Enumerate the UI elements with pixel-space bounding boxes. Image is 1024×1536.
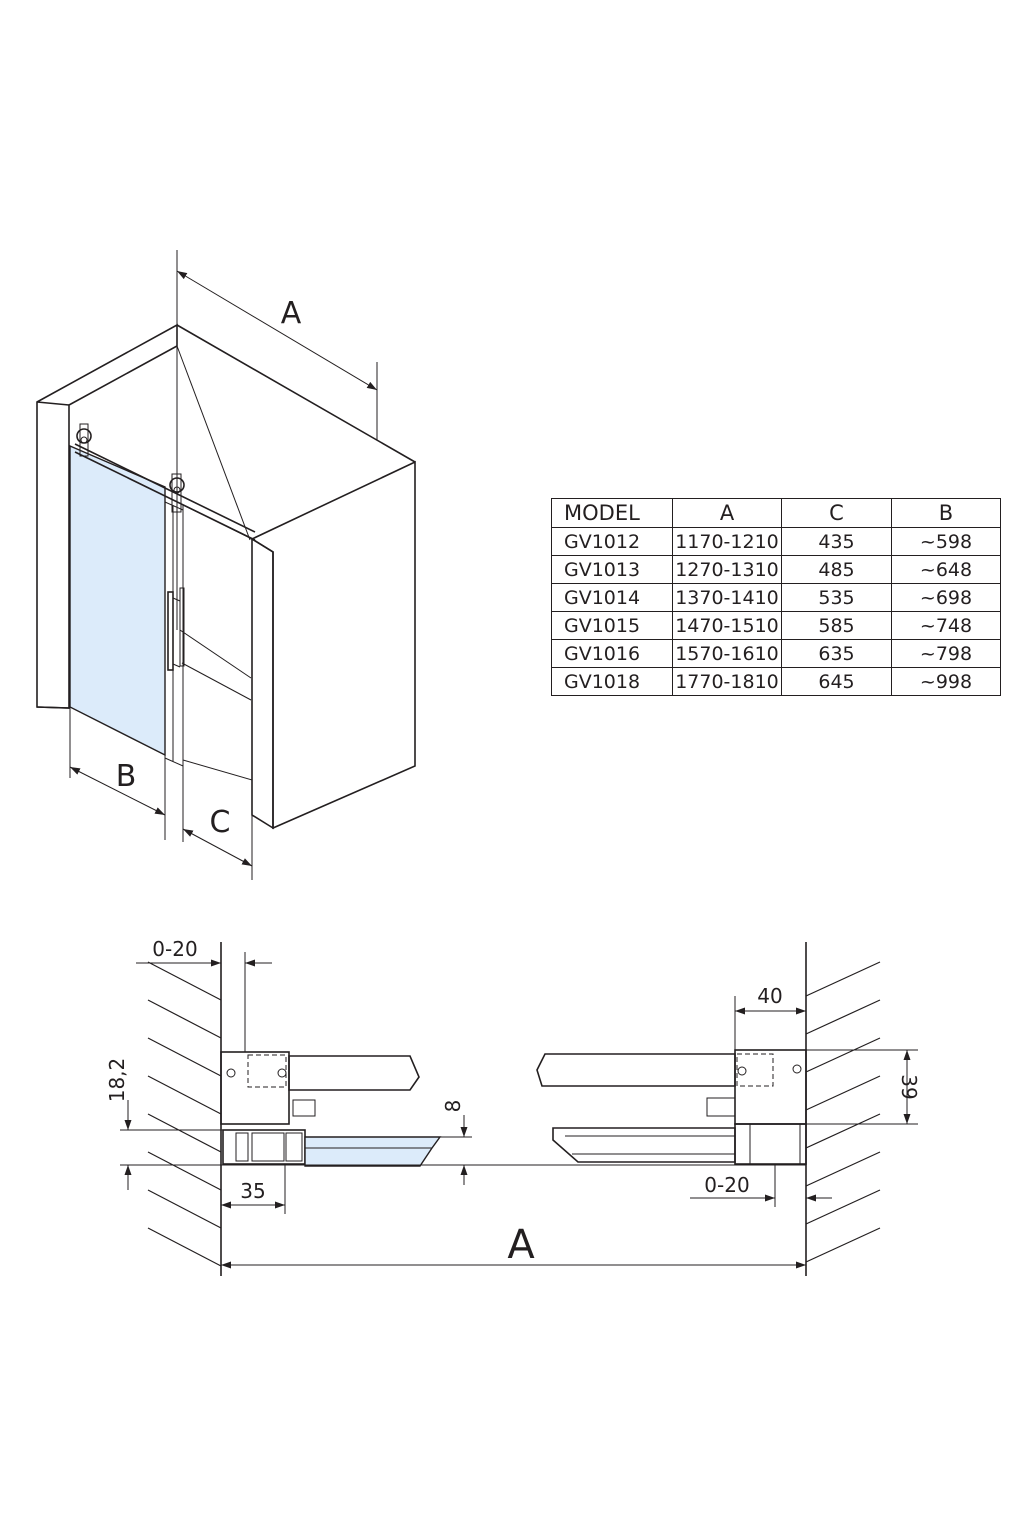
cell-a: 1170-1210 bbox=[672, 527, 782, 556]
left-profile bbox=[222, 1129, 306, 1165]
label-glass: 8 bbox=[441, 1100, 465, 1113]
label-overall: A bbox=[507, 1222, 535, 1268]
roller-left bbox=[76, 423, 92, 457]
cell-a: 1270-1310 bbox=[672, 555, 782, 584]
header-c: C bbox=[781, 498, 892, 528]
right-bracket bbox=[536, 1049, 807, 1125]
dimension-a: A bbox=[176, 250, 378, 440]
cell-c: 485 bbox=[781, 555, 892, 584]
label-depth: 35 bbox=[240, 1179, 265, 1203]
cell-a: 1370-1410 bbox=[672, 583, 782, 612]
cell-model: GV1014 bbox=[551, 583, 673, 612]
cell-model: GV1013 bbox=[551, 555, 673, 584]
header-b: B bbox=[891, 498, 1001, 528]
label-height-right: 39 bbox=[897, 1074, 921, 1099]
cell-c: 635 bbox=[781, 639, 892, 668]
cell-c: 645 bbox=[781, 667, 892, 696]
dimension-gap-left: 0-20 bbox=[136, 937, 272, 1052]
cell-a: 1570-1610 bbox=[672, 639, 782, 668]
cell-b: ~748 bbox=[891, 611, 1001, 640]
label-b: B bbox=[116, 759, 137, 794]
table-row: GV1016 1570-1610 635 ~798 bbox=[551, 639, 1001, 668]
dimension-gap-right: 0-20 bbox=[690, 1164, 832, 1207]
table-row: GV1015 1470-1510 585 ~748 bbox=[551, 611, 1001, 640]
plan-left-wall bbox=[147, 942, 222, 1276]
label-height-left: 18,2 bbox=[105, 1058, 129, 1103]
table-row: GV1013 1270-1310 485 ~648 bbox=[551, 555, 1001, 584]
table-row: GV1018 1770-1810 645 ~998 bbox=[551, 667, 1001, 696]
cell-a: 1470-1510 bbox=[672, 611, 782, 640]
cell-b: ~698 bbox=[891, 583, 1001, 612]
table-header-row: MODEL A C B bbox=[551, 498, 1001, 528]
cell-c: 585 bbox=[781, 611, 892, 640]
cell-b: ~598 bbox=[891, 527, 1001, 556]
cell-c: 535 bbox=[781, 583, 892, 612]
dimension-b: B bbox=[69, 707, 166, 840]
plan-view: 0-20 18,2 35 8 40 bbox=[105, 937, 921, 1276]
right-profile bbox=[552, 1123, 807, 1165]
roller-right bbox=[169, 473, 185, 513]
table-row: GV1012 1170-1210 435 ~598 bbox=[551, 527, 1001, 556]
cell-a: 1770-1810 bbox=[672, 667, 782, 696]
spec-table: MODEL A C B GV1012 1170-1210 435 ~598 GV… bbox=[551, 498, 1001, 696]
cell-model: GV1015 bbox=[551, 611, 673, 640]
cell-model: GV1016 bbox=[551, 639, 673, 668]
sliding-glass-panel bbox=[69, 444, 184, 767]
label-a: A bbox=[281, 296, 302, 331]
cell-model: GV1012 bbox=[551, 527, 673, 556]
fixed-glass-panel bbox=[182, 504, 253, 781]
label-gap-right: 0-20 bbox=[704, 1173, 749, 1197]
isometric-view: A B C bbox=[36, 250, 416, 880]
header-a: A bbox=[672, 498, 782, 528]
right-wall bbox=[250, 460, 416, 830]
top-rail bbox=[74, 443, 256, 541]
dimension-height-left: 18,2 bbox=[105, 1058, 223, 1190]
cell-model: GV1018 bbox=[551, 667, 673, 696]
header-model: MODEL bbox=[551, 498, 673, 528]
label-width-right: 40 bbox=[757, 984, 782, 1008]
door-handle bbox=[167, 587, 185, 671]
dimension-c: C bbox=[182, 766, 253, 880]
dimension-height-right: 39 bbox=[806, 1049, 921, 1125]
cell-b: ~798 bbox=[891, 639, 1001, 668]
left-bracket bbox=[220, 1051, 420, 1125]
back-wall bbox=[176, 324, 416, 701]
cell-b: ~648 bbox=[891, 555, 1001, 584]
cell-c: 435 bbox=[781, 527, 892, 556]
dimension-depth: 35 bbox=[221, 1164, 286, 1214]
label-c: C bbox=[210, 805, 231, 840]
plan-right-wall bbox=[805, 942, 881, 1276]
cell-b: ~998 bbox=[891, 667, 1001, 696]
dimension-overall: A bbox=[221, 1222, 806, 1269]
dimension-glass: 8 bbox=[420, 1100, 472, 1185]
table-row: GV1014 1370-1410 535 ~698 bbox=[551, 583, 1001, 612]
plan-glass-left bbox=[304, 1136, 442, 1167]
dimension-width-right: 40 bbox=[734, 984, 806, 1050]
label-gap-left: 0-20 bbox=[152, 937, 197, 961]
